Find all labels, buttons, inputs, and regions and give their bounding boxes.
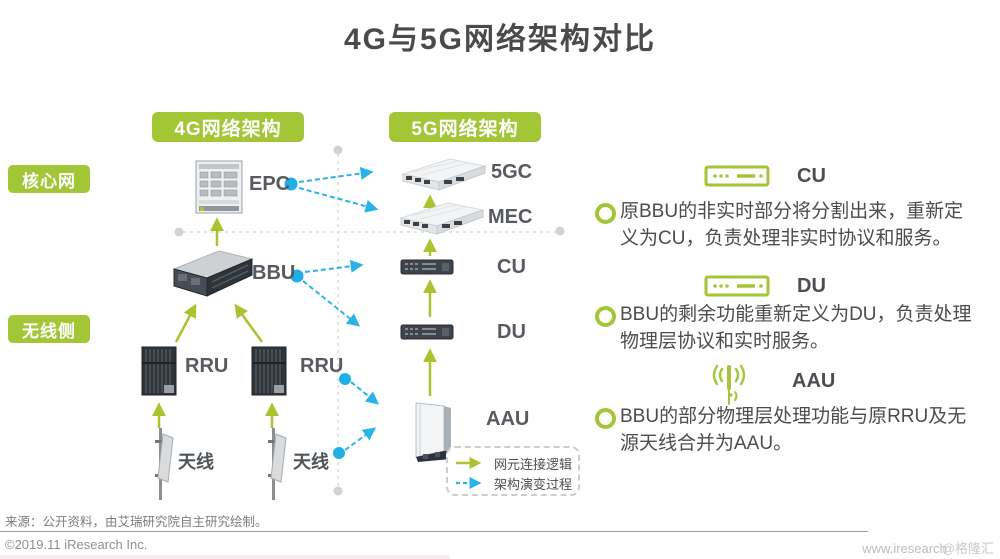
badge-core-network: 核心网 — [8, 165, 90, 193]
cu-device — [400, 259, 454, 275]
bullet-icon — [595, 306, 616, 327]
label-5gc: 5GC — [491, 161, 533, 183]
bullet-icon — [595, 408, 616, 429]
website-text: www.iresearch — [862, 541, 947, 556]
du-device — [400, 324, 454, 340]
bbu-device — [172, 250, 254, 297]
explanation-term-cu: CU — [797, 165, 826, 187]
legend-dashed-label: 架构演变过程 — [493, 476, 572, 492]
antenna-device — [268, 428, 287, 500]
aau-device — [415, 402, 451, 462]
bullet-icon — [595, 203, 616, 224]
source-note: 来源：公开资料，由艾瑞研究院自主研究绘制。 — [5, 515, 268, 529]
legend-solid-arrow-icon — [455, 457, 482, 469]
label-cu: CU — [497, 256, 526, 278]
legend-dashed-arrow-icon — [455, 477, 482, 489]
legend-solid-label: 网元连接逻辑 — [493, 456, 572, 472]
explanation-term-du: DU — [797, 275, 826, 297]
footer-right: www.iresearch@格隆汇 — [862, 538, 994, 557]
footer-divider — [0, 531, 868, 532]
antenna-icon — [712, 364, 746, 405]
server-rack-icon — [704, 275, 770, 297]
legend-item-dashed: 架构演变过程 — [454, 473, 572, 493]
watermark-text: @格隆汇 — [941, 541, 994, 556]
bottom-strip — [0, 555, 450, 559]
label-mec: MEC — [488, 206, 533, 228]
rru-device — [141, 346, 177, 396]
page-title: 4G与5G网络架构对比 — [343, 23, 657, 56]
label-antenna-1: 天线 — [178, 452, 214, 472]
label-rru-1: RRU — [185, 355, 229, 377]
column-header-5g: 5G网络架构 — [389, 112, 541, 142]
explanation-term-aau: AAU — [792, 370, 836, 392]
epc-device — [195, 160, 243, 214]
explanation-text-du: BBU的剩余功能重新定义为DU，负责处理物理层协议和实时服务。 — [620, 304, 972, 352]
explanation-text-cu: 原BBU的非实时部分将分割出来，重新定义为CU，负责处理非实时协议和服务。 — [620, 201, 964, 249]
label-bbu: BBU — [252, 262, 296, 284]
label-aau: AAU — [486, 408, 530, 430]
label-antenna-2: 天线 — [293, 452, 329, 472]
server-rack-icon — [704, 165, 770, 187]
explanation-text-aau: BBU的部分物理层处理功能与原RRU及无源天线合并为AAU。 — [620, 406, 967, 454]
legend-item-solid: 网元连接逻辑 — [454, 453, 572, 473]
antenna-device — [155, 428, 174, 500]
badge-wireless-side: 无线侧 — [8, 315, 90, 343]
copyright-text: ©2019.11 iResearch Inc. — [5, 537, 148, 552]
5gc-device — [401, 158, 487, 191]
column-header-4g: 4G网络架构 — [152, 112, 304, 142]
rru-device — [251, 346, 287, 396]
mec-device — [399, 202, 485, 235]
label-du: DU — [497, 321, 526, 343]
label-rru-2: RRU — [300, 355, 344, 377]
label-epc: EPC — [249, 173, 291, 195]
legend-box: 网元连接逻辑 架构演变过程 — [446, 446, 580, 496]
